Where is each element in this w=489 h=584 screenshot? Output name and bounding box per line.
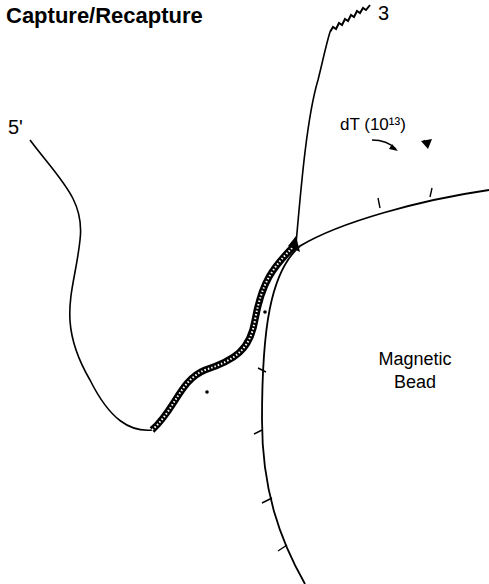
dna-strand	[296, 32, 330, 244]
bead-label-box: Magnetic Bead	[365, 348, 465, 393]
callout-label: dT (10¹³)	[340, 116, 406, 135]
diagram-title: Capture/Recapture	[6, 4, 203, 28]
dna-strand	[30, 140, 152, 430]
attachment-mark	[288, 236, 300, 252]
hybrid-segment	[152, 244, 296, 430]
bead-label: Magnetic Bead	[365, 348, 465, 393]
arrowhead	[389, 144, 398, 151]
dot	[263, 310, 267, 314]
end-label: 3	[378, 2, 389, 24]
end-label: 5'	[8, 116, 23, 138]
dot	[205, 390, 209, 394]
poly-tail	[330, 5, 370, 32]
magnetic-bead: Magnetic Bead	[255, 180, 489, 584]
bead-outline	[255, 180, 489, 584]
arrowhead	[421, 139, 432, 149]
hybrid-dots	[152, 244, 296, 430]
